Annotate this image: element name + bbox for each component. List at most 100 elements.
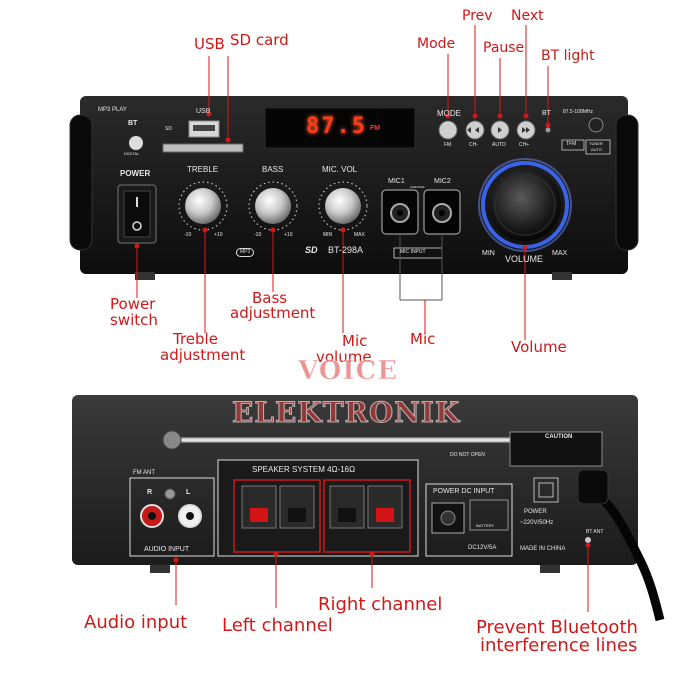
mic-vol-panel-label: MIC. VOL [322,165,358,174]
battery-box [469,499,509,531]
made-in-label: MADE IN CHINA [520,546,566,552]
audio-input-left-jack[interactable] [178,504,202,528]
sd-badge: SD [305,245,318,255]
audio-input-right-jack[interactable] [140,504,164,528]
callout-power-line2: switch [110,311,158,329]
treble-max-label: +10 [214,232,223,238]
usb-port-inner [193,125,215,131]
callout-left-channel: Left channel [222,615,333,636]
mic-vol-max-label: MAX [354,232,365,238]
front-callout-lines [134,25,551,340]
callout-mic: Mic [410,330,436,348]
audio-l-label: L [186,489,191,496]
freq-range-label: 87.5-108MHz [563,109,594,115]
ac-rating-label: ~220V/50Hz [520,520,554,526]
caution-label [509,431,603,467]
callout-sd-card: SD card [230,31,289,49]
foot [552,272,572,280]
foot [135,272,155,280]
power-cable-plug [577,469,609,505]
callout-bass-line2: adjustment [230,304,316,322]
next-icon [522,127,526,133]
sd-panel-label: SD [165,126,172,132]
power-dc-input-label: POWER DC INPUT [433,488,495,495]
usb-panel-label: USB [196,108,211,115]
model-label: BT-298A [328,245,364,255]
mode-panel-label: MODE [437,109,461,118]
bass-panel-label: BASS [262,165,284,174]
callout-right-channel: Right channel [318,594,443,615]
display-frequency: 87.5 [306,114,367,139]
mic-vol-min-label: MIN [323,232,333,238]
callout-audio-input: Audio input [84,612,188,633]
play-pause-icon [498,127,502,133]
bass-min-label: -10 [254,232,262,238]
power-label-back: POWER [524,509,547,515]
tfm-label: TFM [566,141,577,147]
auto-label: AUTO [492,142,506,148]
treble-panel-label: TREBLE [187,165,219,174]
bt-antenna [585,537,591,543]
callout-prevent-line2: interference lines [480,635,638,656]
speaker-system-label: SPEAKER SYSTEM 4Ω-16Ω [252,465,356,474]
mode-button[interactable] [438,120,458,140]
tuner-label: TUNER [589,141,603,146]
callout-pause: Pause [483,40,525,56]
tuner-auto-box [585,139,611,155]
callout-treble-line2: adjustment [160,346,246,364]
back-callout-lines [173,542,591,612]
mp3-play-label: MP3 PLAY [98,107,127,113]
tuner-button[interactable] [588,117,604,133]
prev-icon [467,127,471,133]
dc-rating-label: DC12V/5A [468,545,497,551]
callout-volume: Volume [511,338,567,356]
bt-logo-icon [129,136,143,150]
power-panel-label: POWER [120,169,151,178]
tfm-box [561,139,585,151]
mic-input-label: MIC INPUT [400,249,426,255]
callout-treble-line1: Treble [173,330,218,348]
callout-next: Next [511,8,544,24]
right-handle [615,114,639,251]
ch-plus-label: CH+ [519,142,530,148]
battery-label: BATTERY [476,523,495,528]
volume-min-label: MIN [482,250,495,257]
callout-power-line1: Power [110,295,156,313]
do-not-open-text: DO NOT OPEN [450,452,485,458]
treble-min-label: -10 [184,232,192,238]
caution-text: CAUTION [545,434,573,440]
left-channel-terminals[interactable] [241,485,315,529]
lcd-display [264,107,416,149]
mp3-badge: MP3 [236,248,255,257]
audio-input-panel [129,477,215,557]
right-channel-terminals[interactable] [329,485,403,529]
volume-knob[interactable] [478,158,572,252]
callout-bass-line1: Bass [252,289,288,307]
right-channel-highlight [323,479,411,553]
volume-max-label: MAX [552,250,568,257]
callout-mic-vol-line1: Mic [342,332,368,350]
callout-usb: USB [194,35,225,53]
mic1-jack[interactable] [381,189,419,235]
watermark-line2: ELEKTRONIK [231,396,461,430]
audio-input-panel-label: AUDIO INPUT [144,546,190,553]
callout-bt-light: BT light [541,48,595,64]
double-insulation-icon [533,477,559,503]
mic2-panel-label: MIC2 [434,178,451,185]
fm-panel-label: FM [444,142,452,148]
back-panel [72,395,665,622]
callout-prevent-line1: Prevent Bluetooth [476,617,638,638]
tuner-auto-label: AUTO [591,147,603,152]
sd-card-slot[interactable] [162,143,244,153]
callout-mic-vol-line2: volume [316,348,372,366]
callout-mode: Mode [417,36,456,52]
callout-prev: Prev [462,8,493,24]
front-panel [69,96,639,280]
ground-screw [164,488,176,500]
bt-small-label: BT [542,110,551,117]
mic2-jack[interactable] [423,189,461,235]
karaoke-label: KARAOKE [410,185,425,189]
power-dc-input-panel [425,483,513,557]
